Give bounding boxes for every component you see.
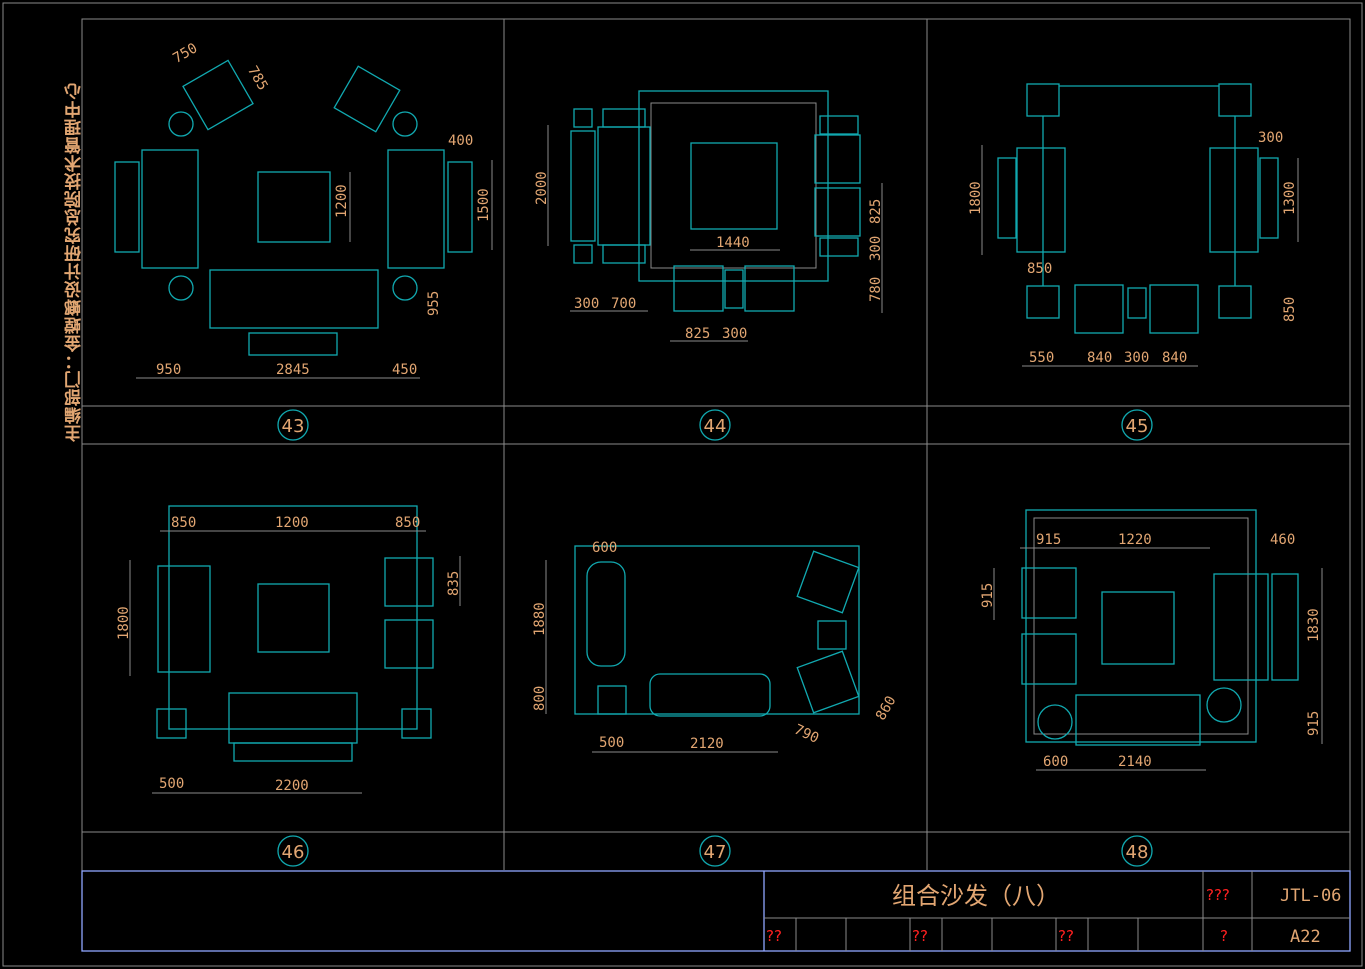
dim-label: 600	[592, 540, 617, 556]
sheet-label: ?	[1220, 927, 1228, 945]
dim-label: 850	[395, 515, 420, 531]
drawing-title: 组合沙发（八）	[892, 882, 1060, 910]
dim-label: 400	[448, 133, 473, 149]
dim-label: 860	[873, 693, 900, 723]
dim-label: 915	[980, 583, 996, 608]
dim-label: 1200	[334, 184, 350, 218]
dim-label: 600	[1043, 754, 1068, 770]
dim-label: 955	[426, 291, 442, 316]
dim-label: 1800	[116, 606, 132, 640]
dim-label: 1220	[1118, 532, 1152, 548]
dim-label: 825	[685, 326, 710, 342]
plan-45: 300 1800 1300 850 850 550 840 300 840	[968, 83, 1299, 367]
panel-number-45: 45	[1126, 416, 1149, 437]
dim-label: 450	[392, 362, 417, 378]
panel-numbers: 43 44 45 46 47 48	[277, 409, 1153, 867]
dim-label: 915	[1036, 532, 1061, 548]
dim-label: 850	[1282, 297, 1298, 322]
dim-label: 1830	[1306, 608, 1322, 642]
dim-label: 750	[170, 40, 200, 67]
code-label: ???	[1206, 886, 1230, 904]
dim-label: 825	[868, 199, 884, 224]
dim-label: 800	[532, 686, 548, 711]
dim-label: 300	[868, 236, 884, 261]
dim-label: 950	[156, 362, 181, 378]
dim-label: 2845	[276, 362, 310, 378]
sheet-number: A22	[1290, 927, 1321, 947]
dim-label: 840	[1162, 350, 1187, 366]
dim-label: 2140	[1118, 754, 1152, 770]
plan-46: 850 1200 850 835 1800 500 2200	[116, 505, 462, 794]
dim-label: 300	[1124, 350, 1149, 366]
title-block: 组合沙发（八） ??? JTL-06 ?? ?? ?? ? A22	[81, 870, 1351, 952]
panel-number-48: 48	[1126, 842, 1149, 863]
dim-label: 850	[171, 515, 196, 531]
dim-label: 460	[1270, 532, 1295, 548]
dim-label: 2000	[534, 171, 550, 205]
dim-label: 2120	[690, 736, 724, 752]
dim-label: 300	[574, 296, 599, 312]
dim-label: 850	[1027, 261, 1052, 277]
dim-label: 835	[446, 571, 462, 596]
cell-label: ??	[766, 927, 782, 945]
dim-label: 700	[611, 296, 636, 312]
panel-number-47: 47	[704, 842, 727, 863]
dim-label: 500	[599, 735, 624, 751]
dim-label: 1200	[275, 515, 309, 531]
dim-label: 1800	[968, 181, 984, 215]
plan-44: 2000 1440 825 300 780 300 700 825 300	[534, 90, 884, 342]
panel-number-44: 44	[704, 416, 727, 437]
drawing-code: JTL-06	[1280, 886, 1341, 906]
dim-label: 780	[868, 277, 884, 302]
dim-label: 2200	[275, 778, 309, 794]
dim-label: 1440	[716, 235, 750, 251]
dim-label: 300	[722, 326, 747, 342]
plan-48: 915 1220 460 915 1830 915 600 2140	[980, 509, 1323, 771]
dim-label: 500	[159, 776, 184, 792]
dim-label: 840	[1087, 350, 1112, 366]
dim-label: 550	[1029, 350, 1054, 366]
cell-label: ??	[1058, 927, 1074, 945]
dim-label: 1300	[1282, 181, 1298, 215]
dim-label: 915	[1306, 711, 1322, 736]
dim-label: 1880	[532, 602, 548, 636]
panel-number-46: 46	[282, 842, 305, 863]
panel-number-43: 43	[282, 416, 305, 437]
dim-label: 785	[244, 63, 271, 93]
dim-label: 1500	[476, 188, 492, 222]
dim-label: 790	[792, 722, 822, 747]
plan-43: 750 785 400 1200 1500 955 950 2845 450	[114, 40, 493, 379]
dim-label: 300	[1258, 130, 1283, 146]
plan-47: 600 1880 800 500 2120 790 860	[532, 540, 900, 753]
cell-label: ??	[912, 927, 928, 945]
